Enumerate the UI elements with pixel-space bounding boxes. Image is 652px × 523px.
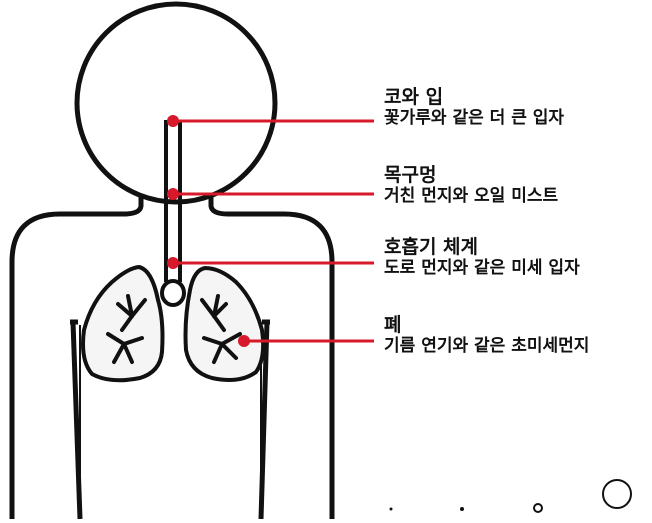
label-title: 폐 — [384, 314, 402, 336]
body-outline — [9, 195, 335, 522]
pointer-lines — [167, 115, 374, 347]
pager-dot-1[interactable] — [389, 507, 393, 511]
label-title: 호흡기 체계 — [384, 236, 479, 258]
head-outline — [74, 1, 278, 205]
left-bronchi — [106, 294, 147, 364]
left-torso-line — [70, 321, 83, 520]
pager-dot-2[interactable] — [460, 507, 464, 511]
label-throat: 목구멍 거친 먼지와 오일 미스트 — [384, 164, 558, 207]
pointer-dot-throat — [167, 188, 179, 200]
label-respiratory: 호흡기 체계 도로 먼지와 같은 미세 입자 — [384, 236, 580, 279]
pointer-dot-respiratory — [167, 257, 179, 269]
label-title: 코와 입 — [384, 86, 444, 108]
right-lung-outline — [183, 266, 266, 382]
pointer-dot-lungs — [238, 335, 250, 347]
label-description: 꽃가루와 같은 더 큰 입자 — [384, 108, 565, 128]
trachea — [164, 120, 182, 282]
carousel-dots-icon — [389, 479, 632, 513]
label-nose-mouth: 코와 입 꽃가루와 같은 더 큰 입자 — [384, 86, 564, 129]
left-lung-outline — [81, 265, 165, 383]
pager-dot-3[interactable] — [533, 503, 543, 513]
pager-dot-4[interactable] — [602, 479, 632, 509]
pointer-dot-nose-mouth — [167, 115, 179, 127]
right-bronchi — [200, 294, 242, 364]
label-lungs: 폐 기름 연기와 같은 초미세먼지 — [384, 314, 589, 357]
label-description: 거친 먼지와 오일 미스트 — [384, 186, 559, 206]
label-title: 목구멍 — [384, 164, 437, 186]
trachea-end — [160, 279, 186, 307]
label-description: 도로 먼지와 같은 미세 입자 — [384, 258, 580, 278]
label-description: 기름 연기와 같은 초미세먼지 — [384, 336, 590, 356]
